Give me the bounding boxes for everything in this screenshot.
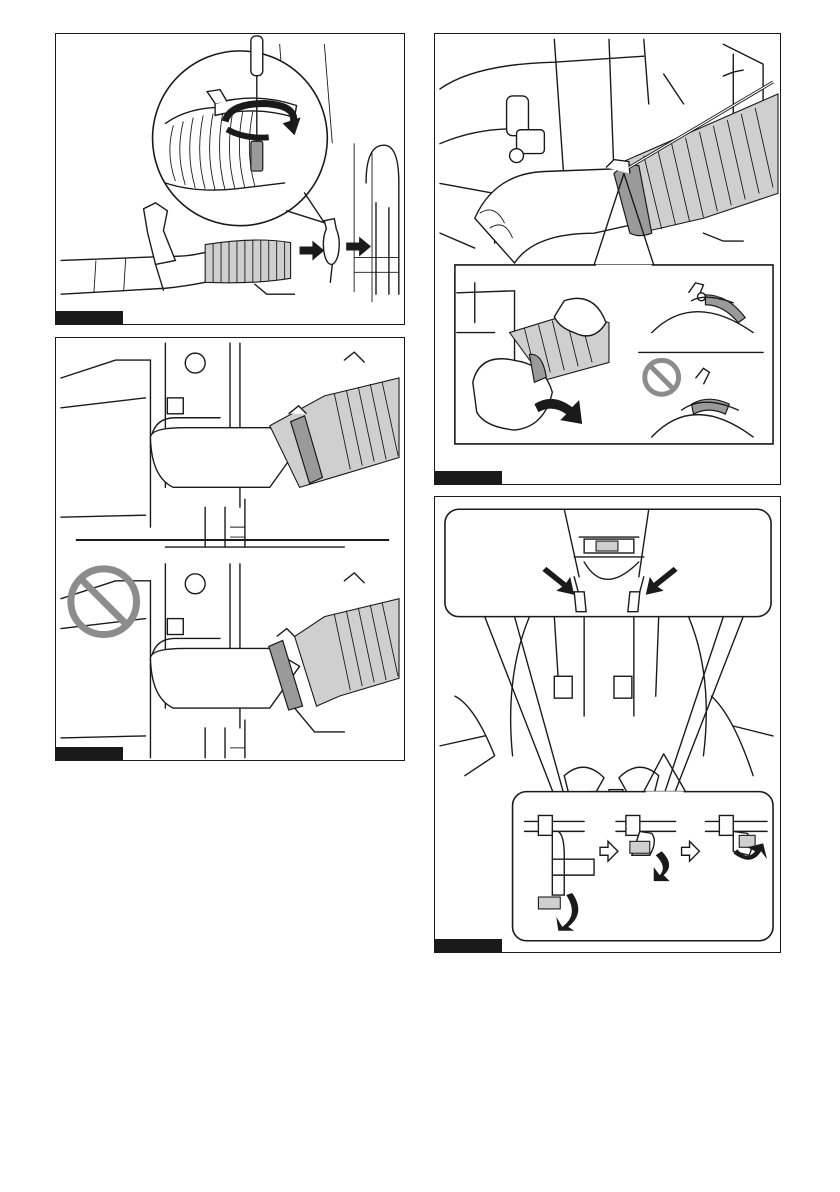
figure-hose-clamp-attach: [55, 33, 405, 325]
hose-clamp: [323, 219, 339, 283]
hose-clamp-attach-illustration: [56, 34, 404, 324]
figure-clamp-cable: [434, 33, 781, 485]
clamp-position-illustration: [56, 338, 404, 760]
figure-tab: [55, 311, 123, 325]
chest-belt-illustration: [435, 497, 780, 952]
bottom-callout: [513, 792, 773, 941]
clamp-cable-illustration: [435, 34, 780, 484]
incorrect-clamp-position: [61, 564, 399, 758]
figure-tab: [434, 939, 502, 953]
correct-clamp-position: [61, 343, 399, 547]
prohibited-icon: [71, 569, 137, 635]
figure-tab: [55, 747, 123, 761]
figure-clamp-position: [55, 337, 405, 761]
figure-tab: [434, 471, 502, 485]
figure-chest-belt: [434, 496, 781, 953]
top-callout: [445, 509, 771, 616]
